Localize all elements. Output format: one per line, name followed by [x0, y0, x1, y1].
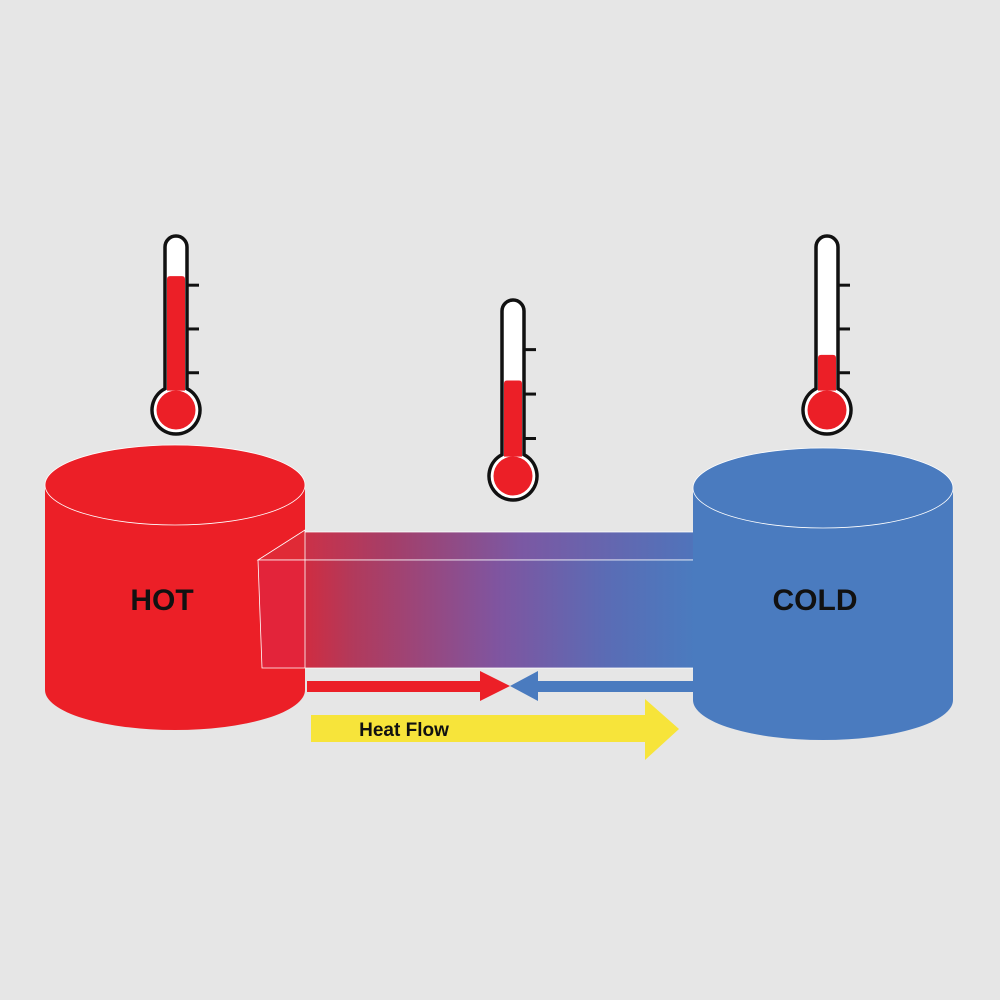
conduction-arrows — [307, 671, 693, 701]
middle-thermometer-bulb — [493, 456, 533, 496]
middle-thermometer-fill — [504, 380, 522, 457]
hot-reservoir: HOT — [44, 444, 306, 730]
cold-label: COLD — [773, 584, 858, 617]
blue-arrow-icon — [510, 671, 538, 701]
cold-thermometer-outline — [801, 234, 853, 436]
blue-arrow-shaft — [536, 681, 693, 692]
cold-thermometer-bulb — [807, 390, 847, 430]
heat-flow-arrow: Heat Flow — [311, 699, 679, 760]
connecting-bar-inset — [257, 559, 306, 669]
connecting-bar — [256, 531, 696, 669]
hot-thermometer-icon — [150, 234, 202, 436]
cold-reservoir-top — [692, 447, 954, 529]
heat-flow-label: Heat Flow — [359, 720, 449, 741]
cold-thermometer-fill — [818, 354, 836, 391]
hot-thermometer-bulb — [156, 390, 196, 430]
red-arrow-icon — [480, 671, 510, 701]
heat-flow-arrow-icon — [645, 699, 679, 760]
red-arrow-shaft — [307, 681, 482, 692]
connecting-bar-top — [256, 531, 696, 561]
hot-reservoir-top — [44, 444, 306, 526]
cold-reservoir: COLD — [692, 447, 954, 740]
cold-thermometer-icon — [801, 234, 853, 436]
connecting-bar-front — [257, 559, 696, 669]
hot-reservoir-body — [45, 485, 305, 730]
hot-label: HOT — [130, 584, 193, 617]
hot-thermometer-fill — [167, 276, 185, 391]
cold-reservoir-body — [693, 488, 953, 740]
middle-thermometer-icon — [487, 298, 539, 502]
thermometers — [150, 234, 853, 502]
heat-flow-arrow-shaft — [311, 715, 647, 742]
